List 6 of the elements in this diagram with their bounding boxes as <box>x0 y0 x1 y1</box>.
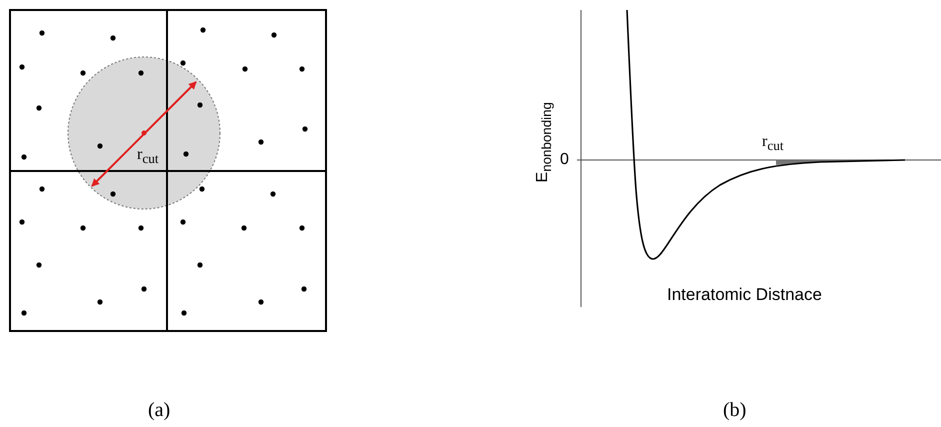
x-axis-label: Interatomic Distnace <box>667 286 822 303</box>
cutoff-radius-label: r$_{cut}$ <box>137 147 159 166</box>
tick-label: 0 <box>560 152 569 168</box>
panel-label: (a) <box>148 400 170 420</box>
panel-label: (b) <box>723 400 746 420</box>
cutoff-radius-label: r$_{cut}$ <box>762 134 784 153</box>
